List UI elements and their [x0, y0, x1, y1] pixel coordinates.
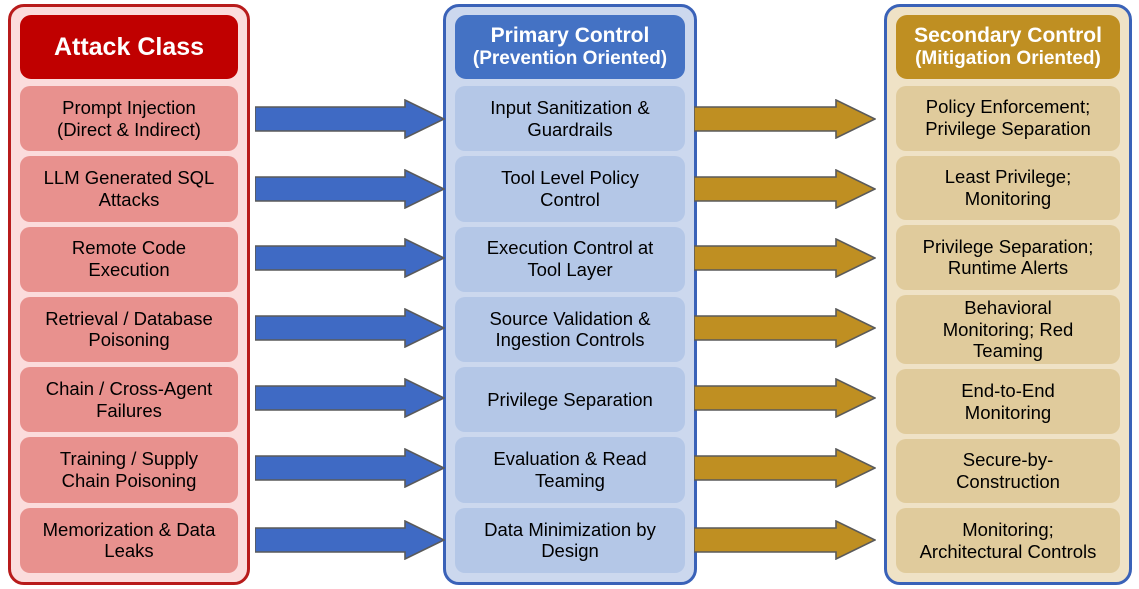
secondary-item-line3: Teaming [973, 340, 1043, 362]
attack-to-primary-arrow-1 [255, 99, 445, 139]
attack-item-chain-cross-agent-failures[interactable]: Chain / Cross-Agent Failures [20, 367, 238, 433]
primary-to-secondary-arrow-7 [694, 520, 876, 560]
primary-item-line1: Input Sanitization & [490, 96, 650, 118]
primary-item-line1: Execution Control at [486, 237, 654, 259]
primary-item-line2: Ingestion Controls [495, 329, 645, 351]
secondary-control-header: Secondary Control (Mitigation Oriented) [896, 15, 1120, 79]
primary-item-line1: Source Validation & [489, 307, 651, 329]
attack-item-line2: (Direct & Indirect) [57, 118, 201, 140]
secondary-item-line1: Secure-by- [962, 449, 1054, 471]
secondary-item-line1: Least Privilege; [944, 166, 1072, 188]
primary-control-header: Primary Control (Prevention Oriented) [455, 15, 685, 79]
attack-item-line1: Remote Code [71, 237, 187, 259]
secondary-item-least-privilege-monitoring[interactable]: Least Privilege; Monitoring [896, 155, 1120, 221]
primary-item-input-sanitization-guardrails[interactable]: Input Sanitization & Guardrails [455, 86, 685, 152]
primary-to-secondary-arrow-2 [694, 169, 876, 209]
secondary-item-line2: Monitoring [964, 187, 1052, 209]
primary-item-line2: Teaming [535, 470, 605, 492]
attack-item-retrieval-database-poisoning[interactable]: Retrieval / Database Poisoning [20, 296, 238, 363]
primary-item-line2: Design [541, 540, 599, 562]
attack-item-line1: Training / Supply [59, 448, 199, 470]
secondary-item-line1: Monitoring; [962, 518, 1054, 540]
attack-to-primary-arrow-4 [255, 308, 445, 348]
primary-to-secondary-arrow-1 [694, 99, 876, 139]
primary-to-secondary-arrow-5 [694, 378, 876, 418]
attack-item-llm-generated-sql-attacks[interactable]: LLM Generated SQL Attacks [20, 156, 238, 222]
secondary-item-policy-enforcement-privilege-separation[interactable]: Policy Enforcement; Privilege Separation [896, 86, 1120, 151]
attack-item-line2: Failures [96, 399, 162, 421]
primary-item-line2: Guardrails [527, 118, 613, 140]
attack-to-primary-arrow-5 [255, 378, 445, 418]
attack-item-line1: Memorization & Data [42, 518, 216, 540]
primary-item-line1: Privilege Separation [487, 388, 653, 410]
attack-item-line1: LLM Generated SQL [43, 167, 215, 189]
secondary-item-line2: Runtime Alerts [947, 257, 1069, 279]
attack-class-item-list: Prompt Injection (Direct & Indirect) LLM… [20, 86, 238, 573]
primary-item-line1: Evaluation & Read [493, 448, 647, 470]
attack-item-line2: Attacks [98, 188, 160, 210]
secondary-control-header-title: Secondary Control [914, 24, 1102, 48]
secondary-item-line2: Architectural Controls [919, 540, 1097, 562]
attack-class-column: Attack Class Prompt Injection (Direct & … [8, 4, 250, 585]
primary-item-source-validation-ingestion-controls[interactable]: Source Validation & Ingestion Controls [455, 296, 685, 363]
attack-to-primary-arrow-6 [255, 448, 445, 488]
primary-item-tool-level-policy-control[interactable]: Tool Level Policy Control [455, 156, 685, 222]
primary-to-secondary-arrow-6 [694, 448, 876, 488]
secondary-item-line1: Policy Enforcement; [925, 96, 1091, 118]
attack-item-line1: Retrieval / Database [45, 307, 213, 329]
primary-to-secondary-arrow-3 [694, 238, 876, 278]
primary-control-item-list: Input Sanitization & Guardrails Tool Lev… [455, 86, 685, 573]
secondary-item-line2: Monitoring; Red [942, 318, 1074, 340]
secondary-item-line2: Privilege Separation [925, 118, 1091, 140]
primary-item-evaluation-read-teaming[interactable]: Evaluation & Read Teaming [455, 437, 685, 503]
attack-item-line1: Chain / Cross-Agent [45, 377, 213, 399]
secondary-item-line1: End-to-End [961, 379, 1055, 401]
secondary-item-monitoring-architectural-controls[interactable]: Monitoring; Architectural Controls [896, 508, 1120, 574]
secondary-item-line2: Monitoring [964, 401, 1052, 423]
primary-item-execution-control-at-tool-layer[interactable]: Execution Control at Tool Layer [455, 226, 685, 292]
attack-to-primary-arrow-7 [255, 520, 445, 560]
attack-item-line2: Chain Poisoning [61, 470, 197, 492]
secondary-item-line1: Privilege Separation; [922, 235, 1094, 257]
attack-item-line2: Execution [88, 259, 170, 281]
attack-class-header: Attack Class [20, 15, 238, 79]
secondary-control-column: Secondary Control (Mitigation Oriented) … [884, 4, 1132, 585]
primary-control-header-subtitle: (Prevention Oriented) [472, 48, 668, 70]
secondary-item-end-to-end-monitoring[interactable]: End-to-End Monitoring [896, 369, 1120, 434]
secondary-control-header-subtitle: (Mitigation Oriented) [915, 48, 1101, 70]
attack-to-primary-arrow-2 [255, 169, 445, 209]
attack-class-header-title: Attack Class [53, 32, 205, 61]
secondary-item-line2: Construction [956, 471, 1060, 493]
secondary-control-item-list: Policy Enforcement; Privilege Separation… [896, 86, 1120, 574]
primary-item-line1: Tool Level Policy [501, 167, 639, 189]
attack-item-prompt-injection[interactable]: Prompt Injection (Direct & Indirect) [20, 86, 238, 152]
primary-item-line1: Data Minimization by [484, 518, 656, 540]
secondary-item-line1: Behavioral [964, 296, 1052, 318]
secondary-item-privilege-separation-runtime-alerts[interactable]: Privilege Separation; Runtime Alerts [896, 225, 1120, 290]
attack-item-line1: Prompt Injection [62, 96, 196, 118]
primary-item-line2: Tool Layer [527, 259, 613, 281]
primary-to-secondary-arrow-4 [694, 308, 876, 348]
primary-item-line2: Control [540, 188, 600, 210]
attack-item-line2: Leaks [104, 540, 154, 562]
attack-item-line2: Poisoning [88, 329, 170, 351]
primary-item-data-minimization-by-design[interactable]: Data Minimization by Design [455, 507, 685, 573]
secondary-item-secure-by-construction[interactable]: Secure-by- Construction [896, 438, 1120, 504]
secondary-item-behavioral-monitoring-red-teaming[interactable]: Behavioral Monitoring; Red Teaming [896, 294, 1120, 365]
primary-control-column: Primary Control (Prevention Oriented) In… [443, 4, 697, 585]
attack-to-primary-arrow-3 [255, 238, 445, 278]
primary-control-header-title: Primary Control [490, 24, 650, 48]
attack-item-remote-code-execution[interactable]: Remote Code Execution [20, 226, 238, 292]
primary-item-privilege-separation[interactable]: Privilege Separation [455, 367, 685, 433]
attack-item-memorization-data-leaks[interactable]: Memorization & Data Leaks [20, 507, 238, 573]
attack-item-training-supply-chain-poisoning[interactable]: Training / Supply Chain Poisoning [20, 437, 238, 503]
